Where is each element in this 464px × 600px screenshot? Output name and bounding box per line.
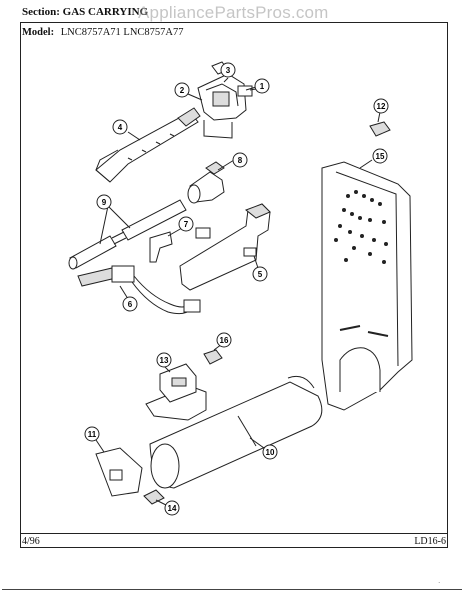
callouts: 1 2 3 4 5 6 7 8 9 10 11 12 13 14 15 16 xyxy=(84,62,389,516)
section-value: GAS CARRYING xyxy=(62,6,149,18)
sensor-bracket-part xyxy=(145,363,207,421)
diagram-frame xyxy=(20,22,448,548)
svg-text:15: 15 xyxy=(376,152,385,161)
svg-text:2: 2 xyxy=(180,86,185,95)
footer-divider xyxy=(20,533,448,534)
svg-text:7: 7 xyxy=(184,220,189,229)
bottom-mark: · xyxy=(438,579,441,587)
gas-valve-part xyxy=(197,61,263,139)
footer-date: 4/96 xyxy=(22,536,40,547)
svg-text:10: 10 xyxy=(266,448,275,457)
callout-7: 7 xyxy=(178,216,194,232)
callout-10: 10 xyxy=(262,444,278,460)
combustion-chamber-part xyxy=(149,375,323,489)
burner-tube-part xyxy=(95,107,201,183)
callout-4: 4 xyxy=(112,119,128,135)
thermal-switch-part xyxy=(203,349,223,365)
bracket-part xyxy=(149,231,173,263)
svg-text:4: 4 xyxy=(118,123,123,132)
svg-text:5: 5 xyxy=(258,270,263,279)
svg-text:12: 12 xyxy=(377,102,386,111)
mounting-plate-part xyxy=(179,203,271,291)
callout-6: 6 xyxy=(122,296,138,312)
callout-9: 9 xyxy=(96,194,112,210)
svg-text:11: 11 xyxy=(88,430,97,439)
igniter-part xyxy=(77,265,201,315)
svg-text:6: 6 xyxy=(128,300,133,309)
support-bracket-part xyxy=(95,447,143,497)
clip-part-14 xyxy=(143,489,165,505)
watermark: AppliancePartsPros.com xyxy=(138,3,329,22)
callout-11: 11 xyxy=(84,426,100,442)
orifice-part xyxy=(187,161,225,204)
callout-16: 16 xyxy=(216,332,232,348)
svg-text:13: 13 xyxy=(160,356,169,365)
callout-5: 5 xyxy=(252,266,268,282)
svg-text:14: 14 xyxy=(168,504,177,513)
svg-text:8: 8 xyxy=(238,156,243,165)
gas-pipe-part xyxy=(68,199,187,270)
model-value: LNC8757A71 LNC8757A77 xyxy=(60,27,184,38)
model-label: Model: xyxy=(22,27,55,38)
footer-page-code: LD16-6 xyxy=(414,536,446,547)
svg-text:9: 9 xyxy=(102,198,107,207)
svg-text:16: 16 xyxy=(220,336,229,345)
callout-1: 1 xyxy=(254,78,270,94)
page-bottom-rule xyxy=(2,589,462,590)
model-line: Model: LNC8757A71 LNC8757A77 xyxy=(22,27,184,38)
callout-2: 2 xyxy=(174,82,190,98)
section-header: Section: GAS CARRYING xyxy=(22,6,148,18)
clip-part xyxy=(369,121,391,137)
burner-shield-part xyxy=(321,161,413,411)
callout-13: 13 xyxy=(156,352,172,368)
callout-8: 8 xyxy=(232,152,248,168)
callout-3: 3 xyxy=(220,62,236,78)
callout-14: 14 xyxy=(164,500,180,516)
svg-text:3: 3 xyxy=(226,66,231,75)
section-label: Section: xyxy=(22,6,60,18)
svg-text:1: 1 xyxy=(260,82,265,91)
callout-12: 12 xyxy=(373,98,389,114)
callout-15: 15 xyxy=(372,148,388,164)
